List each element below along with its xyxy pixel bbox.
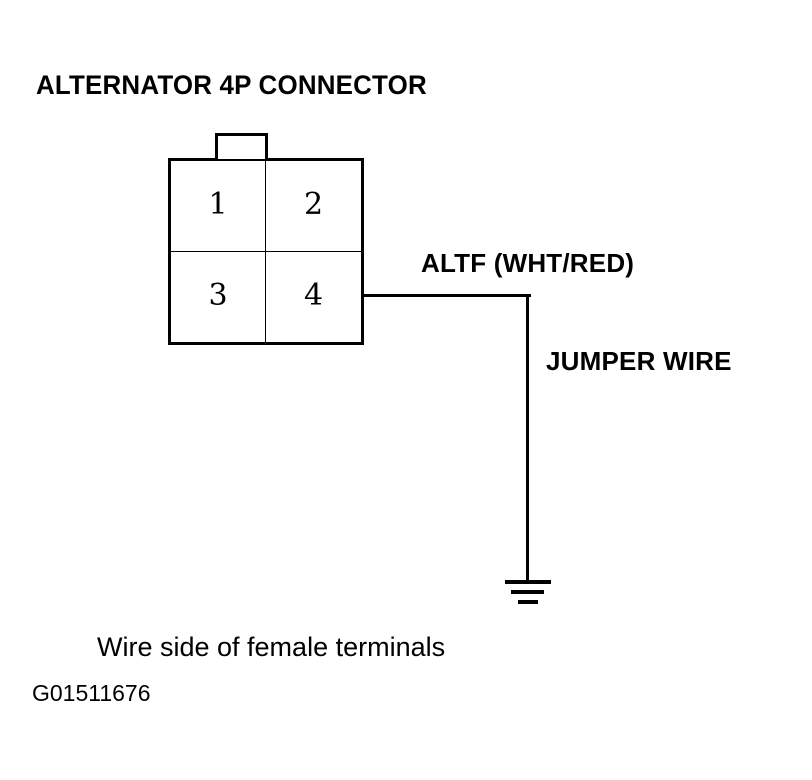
document-id: G01511676 [32,680,151,706]
terminal-pin-label-3: 3 [208,277,228,313]
wire-segment-horizontal [362,294,531,297]
page-title: ALTERNATOR 4P CONNECTOR [36,70,427,100]
wire-segment-vertical [526,294,529,583]
terminal-pin-label-2: 2 [303,186,324,222]
wire-label-altf: ALTF (WHT/RED) [421,248,635,278]
terminal-cell-3: 3 [171,251,266,342]
alternator-4p-connector: 1 2 3 4 [168,133,368,348]
terminal-cell-4: 4 [266,252,361,343]
terminal-pin-label-4: 4 [303,277,324,313]
terminal-cell-2: 2 [266,161,361,252]
terminal-pin-label-1: 1 [208,186,228,222]
wire-label-jumper: JUMPER WIRE [546,346,732,376]
ground-icon-bar-2 [511,590,544,594]
terminal-cell-1: 1 [171,161,266,252]
diagram-caption: Wire side of female terminals [97,632,446,662]
connector-terminal-grid: 1 2 3 4 [168,158,364,345]
connector-locking-tab [215,133,268,159]
ground-icon-bar-1 [505,580,551,584]
ground-icon-bar-3 [518,600,538,604]
